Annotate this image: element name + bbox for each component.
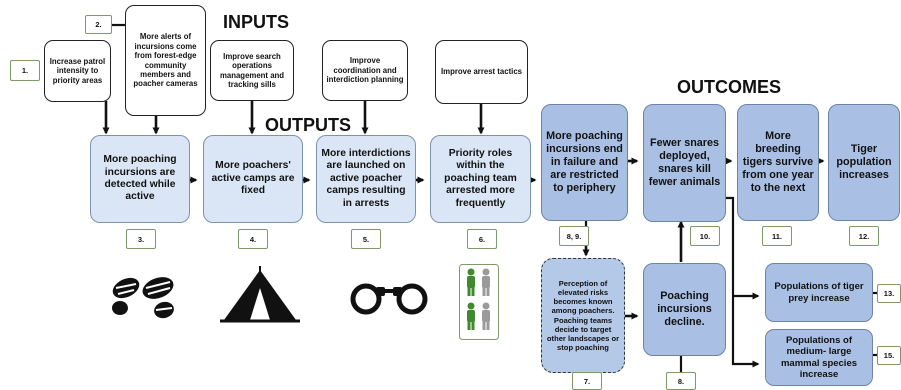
people-icon (459, 264, 499, 340)
boot-print-icon (112, 277, 174, 319)
outcome-large-mammals: Populations of medium- large mammal spec… (765, 329, 873, 386)
outcomes-heading: OUTCOMES (677, 77, 782, 97)
output-priority-roles: Priority roles within the poaching team … (430, 135, 531, 223)
label-8: 8. (666, 372, 696, 390)
label-15: 15. (877, 346, 901, 365)
label-1: 1. (10, 60, 40, 81)
input-community-alerts: More alerts of incursions come from fore… (125, 5, 206, 116)
label-12: 12. (849, 226, 879, 246)
outcome-perception-of-risk: Perception of elevated risks becomes kno… (541, 258, 625, 373)
inputs-heading: INPUTS (223, 12, 290, 32)
outcome-tiger-prey: Populations of tiger prey increase (765, 263, 873, 322)
label-13: 13. (877, 284, 901, 303)
outcome-fewer-snares: Fewer snares deployed, snares kill fewer… (643, 104, 726, 222)
input-coordination: Improve coordination and interdiction pl… (322, 40, 408, 101)
outcome-incursions-decline: Poaching incursions decline. (643, 263, 726, 356)
input-patrol-intensity: Increase patrol intensity to priority ar… (44, 40, 111, 102)
label-2: 2. (85, 15, 112, 34)
label-10: 10. (690, 226, 720, 246)
output-incursions-detected: More poaching incursions are detected wh… (90, 135, 190, 223)
output-interdictions: More interdictions are launched on activ… (316, 135, 416, 223)
tent-icon (220, 266, 300, 323)
label-7: 7. (572, 372, 602, 390)
input-arrest-tactics: Improve arrest tactics (435, 40, 528, 104)
label-11: 11. (762, 226, 792, 246)
output-camps-fixed: More poachers' active camps are fixed (203, 135, 303, 223)
outcome-breeding-tigers: More breeding tigers survive from one ye… (737, 104, 819, 221)
outcome-tiger-population: Tiger population increases (828, 104, 900, 221)
handcuffs-icon (350, 283, 428, 315)
label-8-9: 8, 9. (559, 226, 589, 246)
label-4: 4. (238, 229, 268, 249)
input-search-operations: Improve search operations management and… (210, 40, 294, 101)
label-6: 6. (467, 229, 497, 249)
label-5: 5. (351, 229, 381, 249)
outputs-heading: OUTPUTS (265, 115, 352, 135)
label-3: 3. (126, 229, 156, 249)
outcome-incursions-fail: More poaching incursions end in failure … (541, 104, 628, 221)
